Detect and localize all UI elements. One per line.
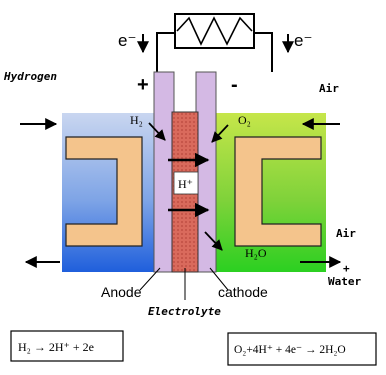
cathode-electrode xyxy=(195,71,217,273)
electrolyte-label: Electrolyte xyxy=(148,305,221,318)
load-zigzag xyxy=(176,16,253,46)
cathode-leader xyxy=(209,267,229,291)
anode-flow-channel xyxy=(65,136,143,247)
negative-terminal-label: - xyxy=(231,74,238,96)
anode-label: Anode xyxy=(101,284,142,300)
water-formation-arrow xyxy=(204,231,223,251)
cathode-equation: O₂+4H⁺ + 4e⁻ → 2H₂O xyxy=(234,344,346,356)
positive-terminal-label: + xyxy=(137,74,149,96)
cathode-label: cathode xyxy=(218,284,268,300)
air-inlet-label: Air xyxy=(319,82,339,95)
cathode-flow-channel xyxy=(234,136,322,247)
h2o-label: H₂O xyxy=(245,246,267,260)
anode-equation-box xyxy=(10,330,124,362)
electron-label-left: e⁻ xyxy=(118,31,136,50)
plus-water-label: + xyxy=(343,262,350,275)
anode-electrode xyxy=(153,71,175,273)
water-label: Water xyxy=(328,275,361,288)
h-plus-box xyxy=(173,171,199,195)
h2-to-anode-arrow xyxy=(148,122,166,141)
anode-equation: H₂ → 2H⁺ + 2e xyxy=(18,340,94,354)
h2-label: H₂ xyxy=(130,113,143,127)
air-outlet-label: Air xyxy=(336,227,356,240)
cathode-equation-box xyxy=(227,332,377,366)
o2-to-cathode-arrow xyxy=(211,124,229,143)
h-plus-label: H⁺ xyxy=(178,177,193,191)
electron-label-right: e⁻ xyxy=(294,31,312,50)
anode-leader xyxy=(139,267,161,291)
o2-label: O₂ xyxy=(238,113,251,127)
external-circuit xyxy=(137,13,294,72)
hydrogen-label: Hydrogen xyxy=(3,70,57,83)
